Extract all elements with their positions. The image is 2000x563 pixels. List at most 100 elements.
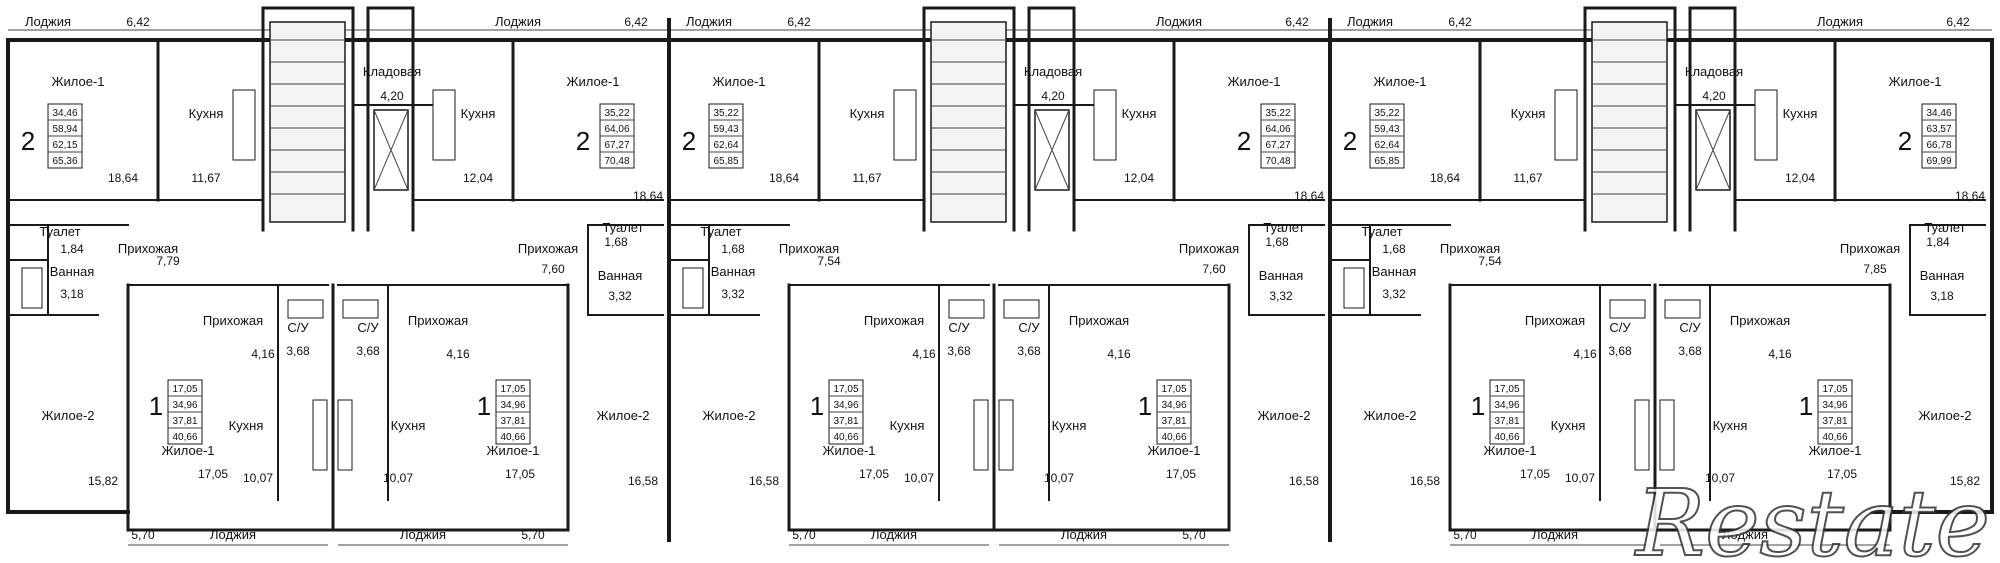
apartment-area-index: 34,96 [500, 400, 525, 411]
room-label-loggia: Лоджия [210, 527, 256, 542]
room-area-toilet: 1,68 [604, 235, 628, 249]
room-area-living-1: 17,05 [198, 467, 228, 481]
kitchen-counter [1634, 399, 1650, 471]
apartment-area-index: 34,96 [1822, 400, 1847, 411]
room-label-living-1: Жилое-1 [1808, 443, 1861, 458]
room-label-kitchen: Кухня [391, 418, 426, 433]
apartment-area-index: 70,48 [604, 156, 629, 167]
apartment-area-index: 62,64 [1374, 140, 1399, 151]
room-area-loggia: 5,70 [131, 528, 155, 542]
room-label-bathroom: С/У [357, 320, 379, 335]
room-area-bathroom: 3,18 [60, 287, 84, 301]
apartment-room-count: 2 [21, 126, 35, 156]
room-area-living-1: 17,05 [859, 467, 889, 481]
room-area-toilet: 1,68 [1265, 235, 1289, 249]
room-area-kitchen: 12,04 [463, 171, 493, 185]
room-area-living-1: 17,05 [1827, 467, 1857, 481]
room-area-kitchen: 12,04 [1785, 171, 1815, 185]
apartment-area-index: 34,46 [1926, 108, 1951, 119]
apartment-area-index: 35,22 [604, 108, 629, 119]
room-label-bathroom: Ванная [1920, 268, 1965, 283]
room-area-loggia: 5,70 [792, 528, 816, 542]
apartment-room-count: 2 [1898, 126, 1912, 156]
apartment-area-index: 40,66 [500, 432, 525, 443]
apartment-area-index: 37,81 [1161, 416, 1186, 427]
apartment-area-index: 67,27 [604, 140, 629, 151]
room-area-loggia: 6,42 [1946, 15, 1970, 29]
room-area-hallway: 7,54 [1478, 254, 1502, 268]
room-label-living-2: Жилое-2 [41, 408, 94, 423]
apartment-area-index: 64,06 [604, 124, 629, 135]
room-area-kitchen: 11,67 [191, 171, 220, 185]
window-line [373, 109, 409, 191]
kitchen-counter [312, 399, 328, 471]
room-label-hallway: Прихожая [1730, 313, 1790, 328]
room-label-living-1: Жилое-1 [712, 74, 765, 89]
room-label-loggia: Лоджия [1061, 527, 1107, 542]
kitchen-counter [1554, 89, 1578, 161]
room-label-toilet: Туалет [1361, 224, 1402, 239]
room-area-loggia: 5,70 [1182, 528, 1206, 542]
room-area-hallway: 4,16 [251, 347, 275, 361]
room-area-hallway: 4,16 [446, 347, 470, 361]
room-label-kitchen: Кухня [1511, 106, 1546, 121]
apartment-area-index: 64,06 [1265, 124, 1290, 135]
room-label-toilet: Туалет [602, 220, 643, 235]
room-label-hallway: Прихожая [408, 313, 468, 328]
apartment-area-index: 40,66 [1822, 432, 1847, 443]
bathtub [1003, 299, 1040, 319]
room-area-loggia: 6,42 [126, 15, 150, 29]
kitchen-counter [998, 399, 1014, 471]
room-area-hallway: 7,60 [541, 262, 565, 276]
room-area-toilet: 1,68 [1382, 242, 1406, 256]
apartment-room-count: 1 [149, 391, 163, 421]
apartment-area-index: 70,48 [1265, 156, 1290, 167]
room-label-bathroom: С/У [287, 320, 309, 335]
apartment-area-index: 66,78 [1926, 140, 1951, 151]
apartment-area-index: 37,81 [1822, 416, 1847, 427]
room-label-loggia: Лоджия [495, 14, 541, 29]
room-label-living-1: Жилое-1 [486, 443, 539, 458]
room-label-loggia: Лоджия [400, 527, 446, 542]
room-area-living-2: 16,58 [628, 474, 658, 488]
room-label-living-1: Жилое-1 [1147, 443, 1200, 458]
room-area-hallway: 4,16 [1768, 347, 1792, 361]
room-area-living-2: 15,82 [88, 474, 118, 488]
room-area-living-2: 15,82 [1950, 474, 1980, 488]
room-label-kitchen: Кухня [1713, 418, 1748, 433]
room-area-bathroom: 3,32 [1269, 289, 1293, 303]
apartment-area-index: 37,81 [172, 416, 197, 427]
stair-shaft [269, 21, 346, 223]
apartment-area-index: 35,22 [713, 108, 738, 119]
room-area-hallway: 4,16 [1107, 347, 1131, 361]
room-area-hallway: 4,16 [912, 347, 936, 361]
bathtub [682, 267, 704, 309]
room-area-bathroom: 3,32 [608, 289, 632, 303]
room-area-living-1: 18,64 [633, 189, 663, 203]
apartment-area-index: 62,64 [713, 140, 738, 151]
apartment-room-count: 2 [1237, 126, 1251, 156]
room-label-bathroom: Ванная [50, 264, 95, 279]
room-label-bathroom: Ванная [711, 264, 756, 279]
apartment-area-index: 34,96 [1494, 400, 1519, 411]
apartment-room-count: 2 [1343, 126, 1357, 156]
room-label-hallway: Прихожая [203, 313, 263, 328]
room-label-living-2: Жилое-2 [1363, 408, 1416, 423]
room-area-living-1: 18,64 [1955, 189, 1985, 203]
apartment-room-count: 1 [477, 391, 491, 421]
room-label-loggia: Лоджия [1156, 14, 1202, 29]
room-area-living-2: 16,58 [749, 474, 779, 488]
room-label-hallway: Прихожая [1440, 241, 1500, 256]
room-label-kitchen: Кухня [1052, 418, 1087, 433]
room-area-hallway: 7,85 [1863, 262, 1887, 276]
room-label-kitchen: Кухня [850, 106, 885, 121]
room-label-living-2: Жилое-2 [1918, 408, 1971, 423]
room-label-hallway: Прихожая [1525, 313, 1585, 328]
kitchen-counter [1659, 399, 1675, 471]
room-area-bathroom: 3,68 [1017, 344, 1041, 358]
apartment-area-index: 34,46 [52, 108, 77, 119]
room-label-hallway: Прихожая [118, 241, 178, 256]
room-area-kitchen: 12,04 [1124, 171, 1154, 185]
bathtub [1609, 299, 1646, 319]
